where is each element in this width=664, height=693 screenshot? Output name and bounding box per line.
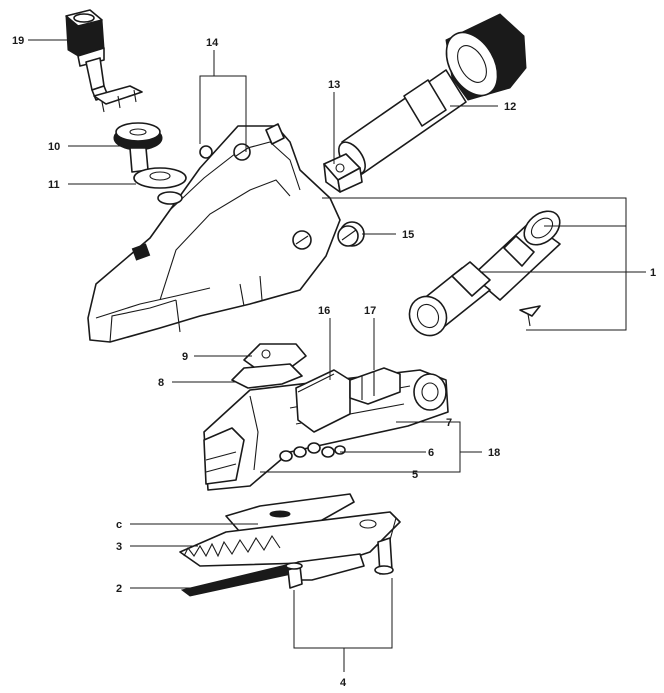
callout-6: 6 [428, 447, 434, 459]
roller-set-part-1 [408, 210, 561, 337]
callout-2: 2 [116, 583, 122, 595]
gear-shaft-part-12 [338, 13, 527, 175]
callout-c: c [116, 519, 122, 531]
cutting-blade-part-3 [179, 511, 401, 567]
callout-14: 14 [206, 37, 219, 49]
adjustment-wheel-part-10 [113, 122, 163, 173]
callout-18: 18 [488, 447, 500, 459]
knob-assembly-part-19 [65, 9, 143, 113]
blade-carrier-part-7 [203, 369, 449, 491]
callout-12: 12 [504, 101, 516, 113]
callout-16: 16 [318, 305, 330, 317]
callout-17: 17 [364, 305, 376, 317]
screw-part-15 [337, 221, 365, 247]
spring-part-17 [349, 367, 401, 405]
callout-19: 19 [12, 35, 24, 47]
pins-part-4 [285, 517, 397, 589]
main-housing [87, 123, 341, 343]
spring-clip-part-8 [231, 363, 303, 389]
callout-8: 8 [158, 377, 164, 389]
callout-7: 7 [446, 417, 452, 429]
callout-1: 1 [650, 267, 656, 279]
callout-labels: 19 14 13 12 10 11 15 1 16 17 9 8 7 6 18 … [12, 35, 656, 689]
washer-part-11 [133, 167, 187, 189]
callout-15: 15 [402, 229, 414, 241]
callout-13: 13 [328, 79, 340, 91]
callout-5: 5 [412, 469, 418, 481]
callout-11: 11 [48, 179, 60, 191]
callout-3: 3 [116, 541, 122, 553]
guide-block-part-16 [295, 369, 351, 433]
callout-4: 4 [340, 677, 347, 689]
pin-part-6 [279, 442, 346, 462]
leader-lines [28, 39, 646, 672]
callout-10: 10 [48, 141, 60, 153]
square-nut-part-13 [323, 153, 363, 193]
callout-9: 9 [182, 351, 188, 363]
comb-blade-part-2 [180, 553, 365, 597]
